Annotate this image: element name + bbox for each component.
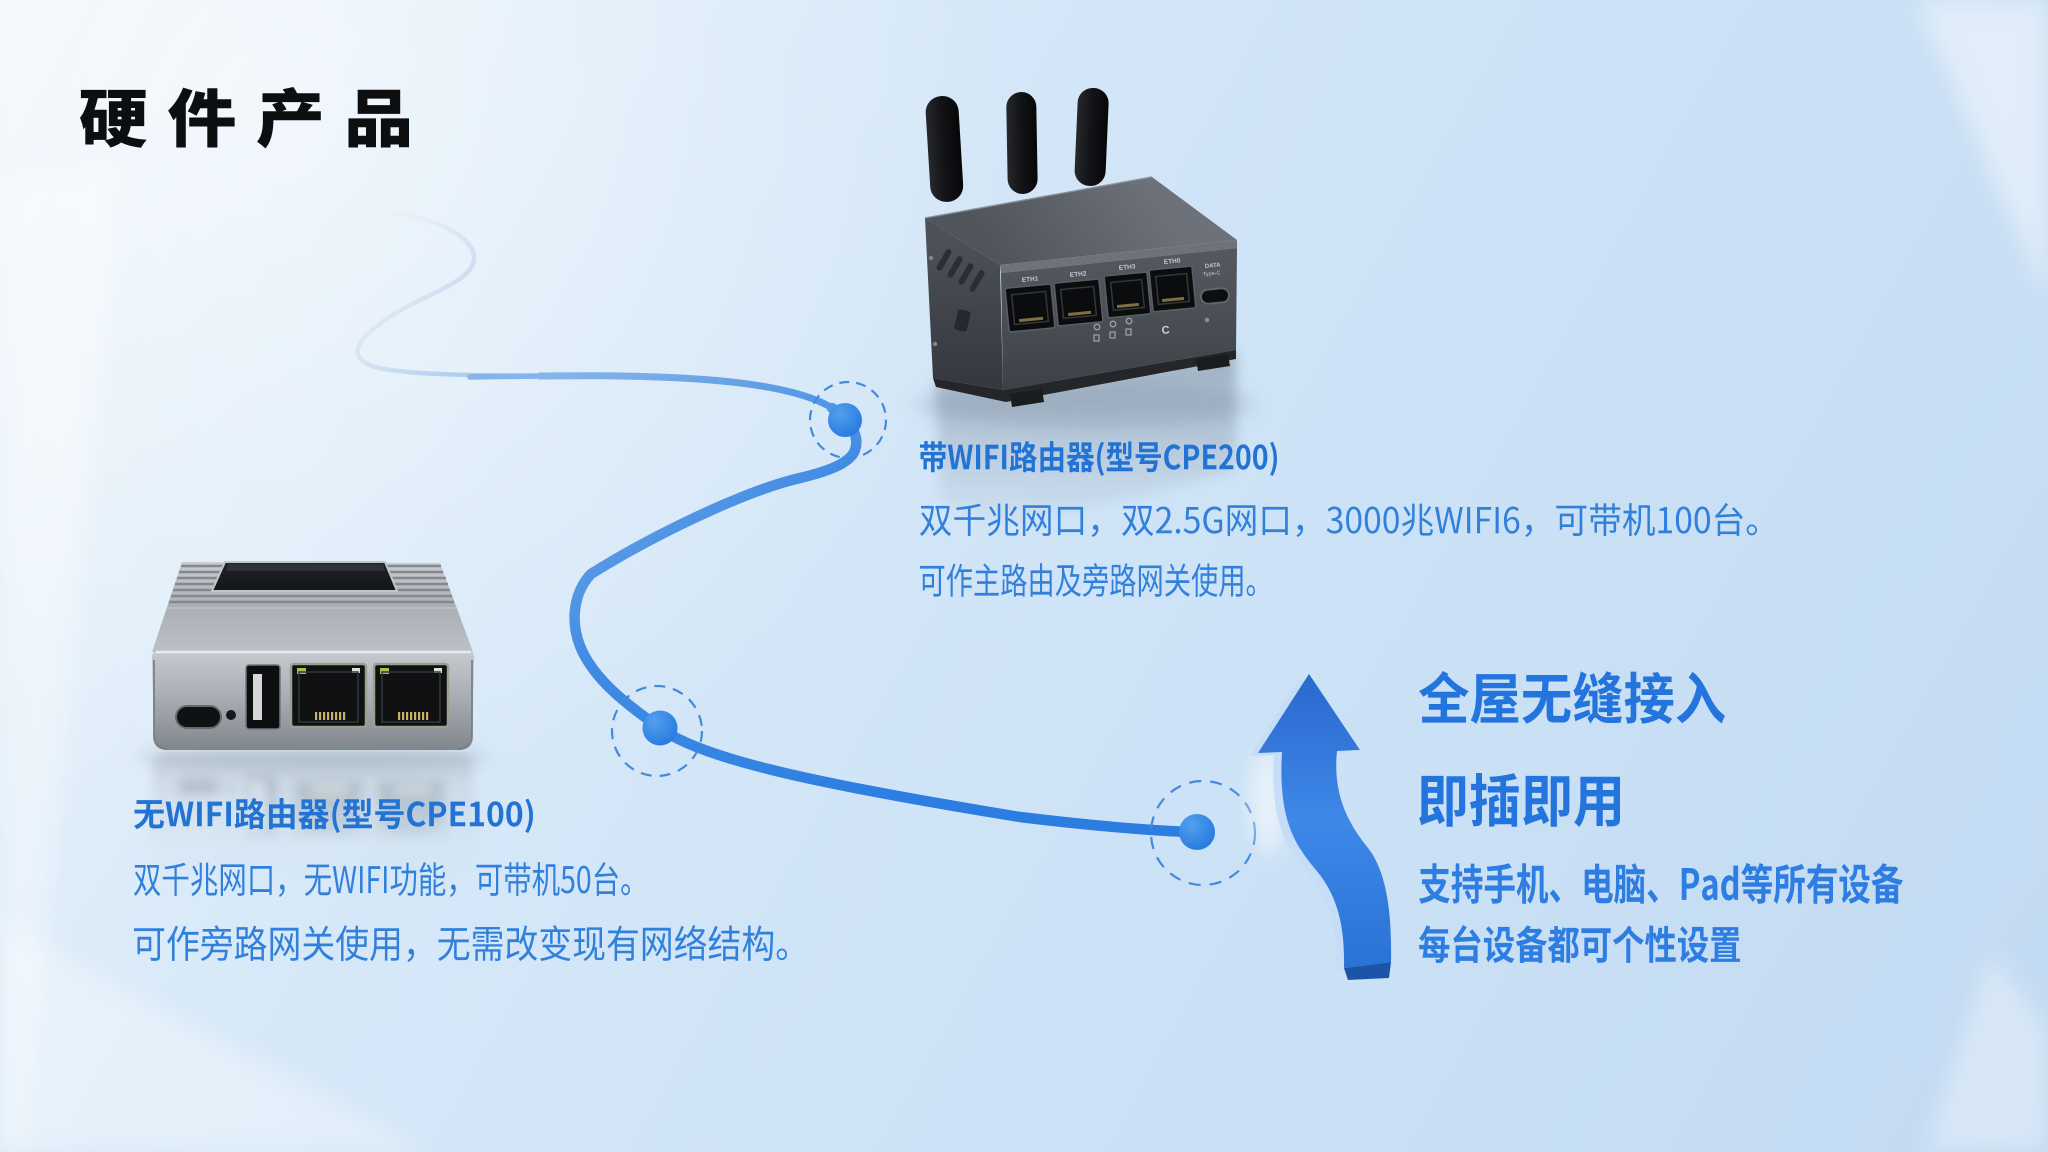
svg-text:Type-C: Type-C bbox=[1203, 270, 1221, 278]
svg-text:ETH0: ETH0 bbox=[1164, 257, 1182, 266]
svg-text:DATA: DATA bbox=[1205, 262, 1222, 270]
svg-text:C: C bbox=[1161, 324, 1170, 337]
svg-text:ETH1: ETH1 bbox=[1022, 275, 1040, 284]
svg-text:ETH2: ETH2 bbox=[1070, 270, 1088, 279]
svg-text:ETH3: ETH3 bbox=[1119, 263, 1137, 272]
